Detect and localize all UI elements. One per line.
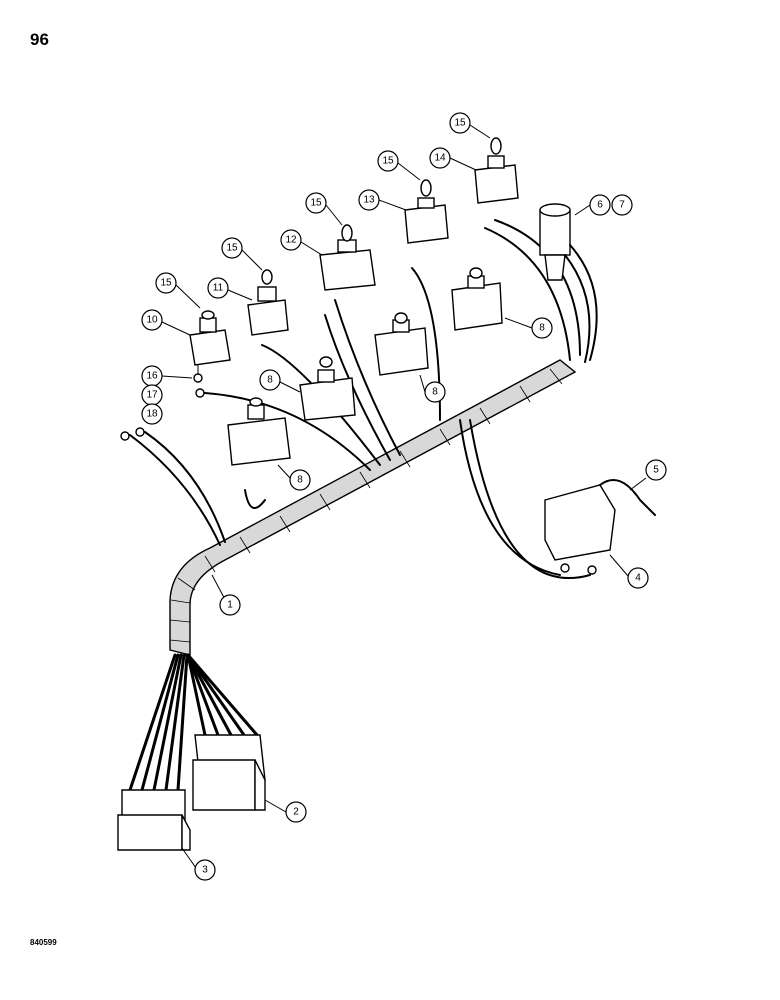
callout-15-a: 15 [155,272,201,309]
callouts: 1 2 3 4 5 6 7 8 8 8 8 10 11 12 13 14 15 … [141,112,667,881]
svg-text:8: 8 [539,323,545,334]
ring-terminal-wires [120,388,371,546]
callout-3: 3 [181,847,216,881]
callout-14: 14 [429,147,477,171]
svg-text:4: 4 [635,573,641,584]
callout-13: 13 [358,189,407,211]
ring-terminal [135,427,145,437]
callout-4: 4 [609,554,649,589]
svg-text:15: 15 [454,118,466,129]
svg-text:11: 11 [213,283,224,294]
svg-text:15: 15 [382,156,394,167]
switch-12 [319,224,401,461]
svg-text:13: 13 [363,195,375,206]
svg-text:7: 7 [619,200,625,211]
svg-text:6: 6 [597,200,603,211]
callout-12: 12 [280,229,323,256]
main-harness [169,359,577,656]
svg-text:2: 2 [293,807,299,818]
svg-text:12: 12 [285,235,297,246]
connector-3 [117,789,191,851]
callout-18: 18 [141,403,163,425]
callout-8-c: 8 [419,374,446,403]
callout-10: 10 [141,309,191,336]
svg-text:8: 8 [432,387,438,398]
figure-code: 840599 [30,938,57,947]
svg-text:15: 15 [160,278,172,289]
callout-8-a: 8 [277,464,311,491]
callout-11: 11 [207,277,253,301]
indicator-light [539,203,598,363]
ring-terminal [195,388,205,398]
switch-8-b [299,356,356,421]
switch-8-c [374,312,429,376]
switch-13 [404,179,449,421]
callout-2: 2 [264,799,307,823]
relay-4 [459,419,656,580]
callout-8-d: 8 [504,317,553,339]
callout-15-c: 15 [305,192,343,226]
callout-17: 17 [141,384,163,406]
ring-terminal [120,431,130,441]
svg-text:15: 15 [226,243,238,254]
callout-15-b: 15 [221,237,263,271]
svg-text:10: 10 [146,315,158,326]
switch-10 [189,310,231,383]
switch-11 [247,269,381,466]
svg-text:15: 15 [310,198,322,209]
page-number: 96 [30,30,49,49]
callout-1: 1 [211,574,241,616]
connector-wires [128,653,259,792]
switch-8-d [451,267,503,331]
callout-15-d: 15 [377,150,421,181]
svg-text:17: 17 [146,390,158,401]
svg-text:8: 8 [267,375,273,386]
callout-5: 5 [629,459,667,491]
svg-text:14: 14 [434,153,446,164]
callout-7: 7 [611,194,633,216]
switch-8-a [227,397,291,509]
svg-text:16: 16 [146,371,158,382]
svg-text:8: 8 [297,475,303,486]
svg-text:18: 18 [146,409,158,420]
svg-text:1: 1 [227,600,233,611]
svg-text:3: 3 [202,865,208,876]
svg-text:5: 5 [653,465,659,476]
callout-8-b: 8 [259,369,301,393]
callout-6: 6 [574,194,611,216]
connector-2 [192,734,266,811]
callout-15-e: 15 [449,112,491,139]
callout-16: 16 [141,365,193,387]
harness-wrap-bands [169,368,563,643]
